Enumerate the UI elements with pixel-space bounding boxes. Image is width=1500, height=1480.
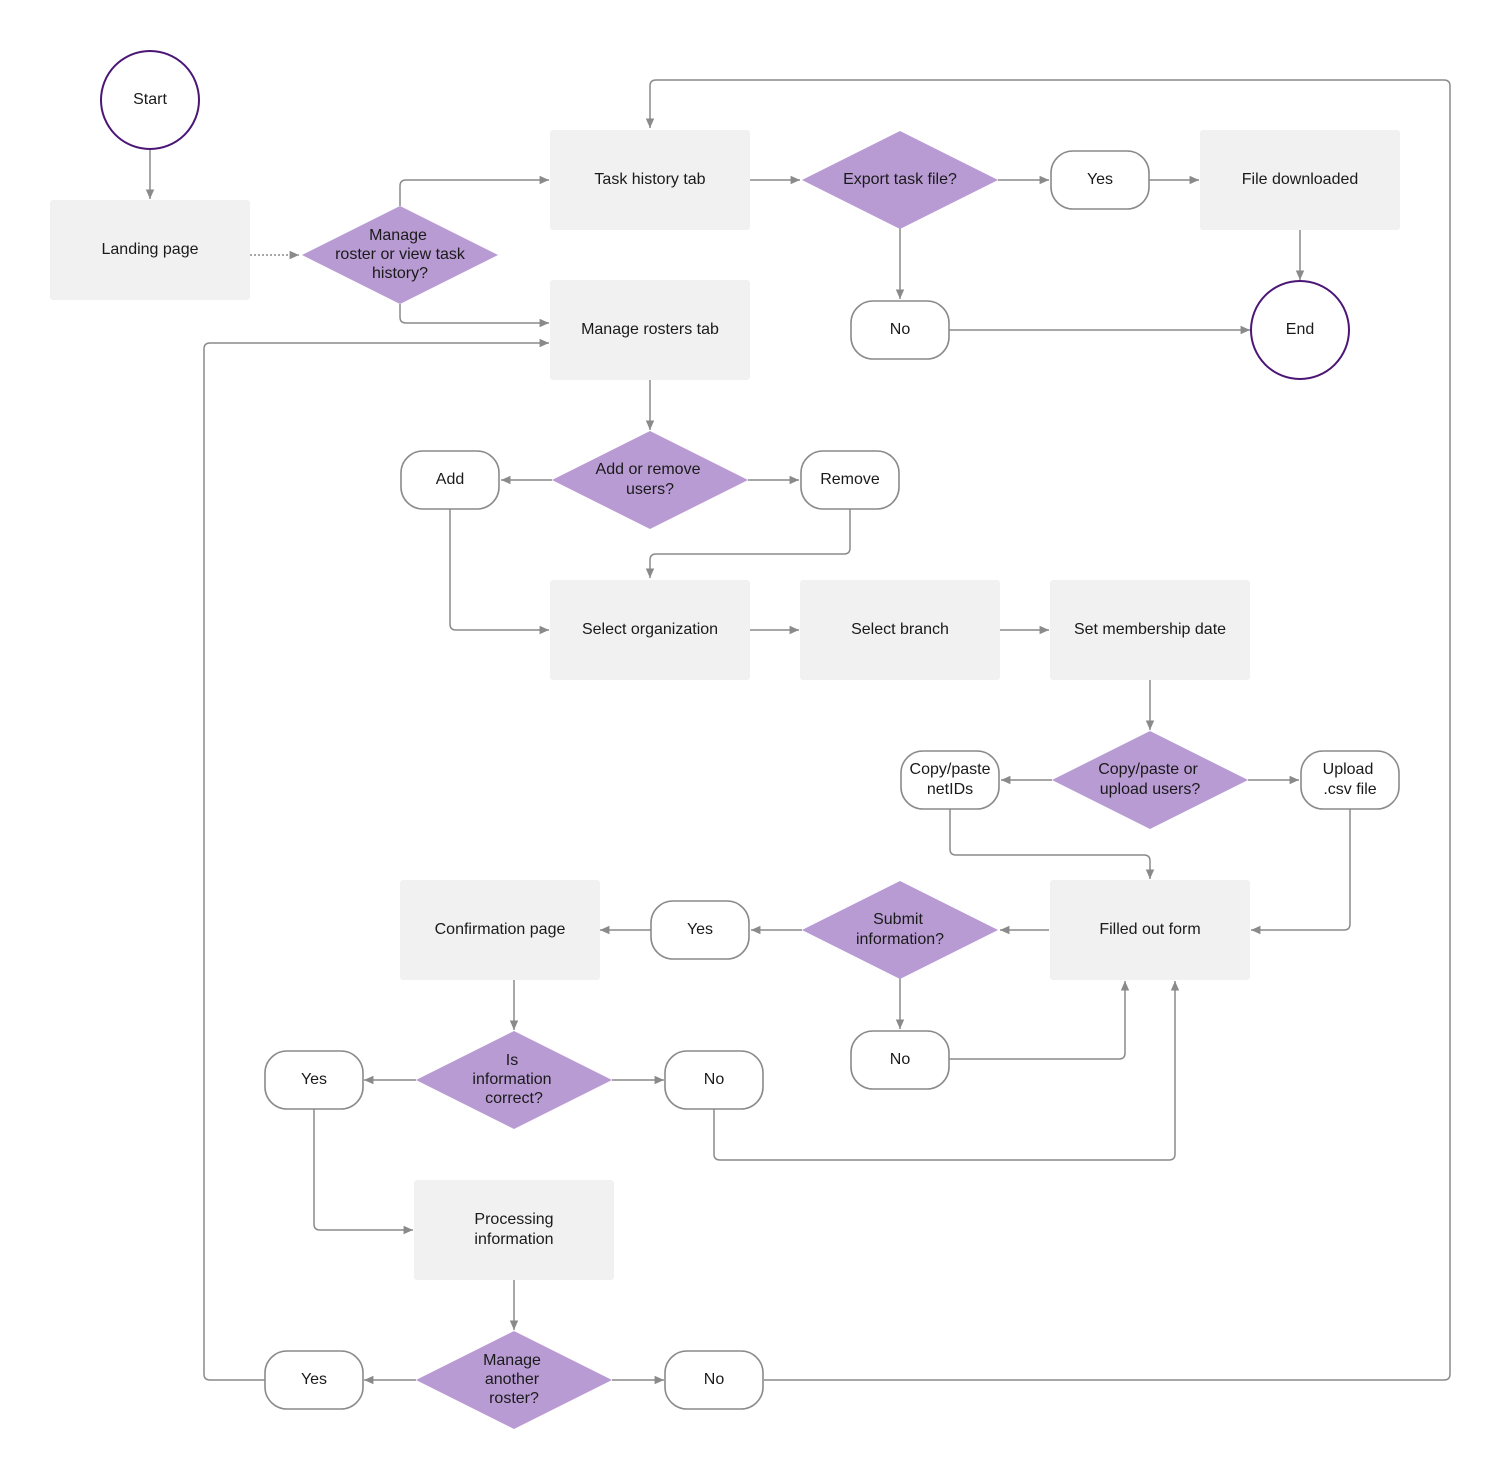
- add-remove-label-line-1: Add or remove: [596, 461, 701, 478]
- submit-information-label-line-2: information?: [856, 931, 944, 948]
- manage-rosters-tab-label: Manage rosters tab: [581, 321, 719, 338]
- edge-upload-csv-to-form: [1251, 809, 1351, 935]
- file-downloaded-node: File downloaded: [1200, 130, 1400, 230]
- copy-paste-label-line-1: Copy/paste: [910, 761, 991, 778]
- manage-or-view-label-line-1: Manage: [369, 227, 427, 244]
- confirmation-page-node: Confirmation page: [400, 880, 600, 980]
- copy-upload-label-line-2: upload users?: [1100, 781, 1201, 798]
- manage-or-view-label-line-3: history?: [372, 265, 428, 282]
- another-label-line-1: Manage: [483, 1352, 541, 1369]
- submit-yes-label: Yes: [687, 921, 713, 938]
- task-history-tab-label: Task history tab: [594, 171, 705, 188]
- manage-rosters-tab-node: Manage rosters tab: [550, 280, 750, 380]
- copy-paste-netids-node: Copy/paste netIDs: [900, 750, 1000, 810]
- is-information-correct-decision: Is information correct?: [416, 1031, 612, 1129]
- another-no-label: No: [704, 1371, 725, 1388]
- remove-label: Remove: [820, 471, 880, 488]
- export-yes-node: Yes: [1050, 150, 1150, 210]
- copy-upload-decision: Copy/paste or upload users?: [1052, 731, 1248, 829]
- manage-another-roster-decision: Manage another roster?: [416, 1331, 612, 1429]
- correct-no-label: No: [704, 1071, 725, 1088]
- export-task-file-decision: Export task file?: [802, 131, 998, 229]
- select-branch-label: Select branch: [851, 621, 949, 638]
- upload-csv-label-line-2: .csv file: [1323, 781, 1376, 798]
- start-node: Start: [100, 50, 200, 150]
- another-yes-node: Yes: [264, 1350, 364, 1410]
- another-label-line-2: another: [485, 1371, 540, 1388]
- task-history-tab-node: Task history tab: [550, 130, 750, 230]
- submit-information-decision: Submit information?: [802, 881, 998, 979]
- upload-csv-label-line-1: Upload: [1323, 761, 1374, 778]
- edge-correct-yes-to-processing: [313, 1109, 413, 1235]
- export-yes-label: Yes: [1087, 171, 1113, 188]
- edge-another-yes-to-manage-rosters: [203, 338, 549, 1381]
- submit-no-label: No: [890, 1051, 911, 1068]
- end-node: End: [1250, 280, 1350, 380]
- add-remove-label-line-2: users?: [626, 481, 674, 498]
- start-label: Start: [133, 91, 167, 108]
- correct-no-node: No: [664, 1050, 764, 1110]
- submit-information-label-line-1: Submit: [873, 911, 923, 928]
- landing-page-node: Landing page: [50, 200, 250, 300]
- set-membership-date-label: Set membership date: [1074, 621, 1226, 638]
- processing-information-label-line-2: information: [474, 1231, 553, 1248]
- confirmation-page-label: Confirmation page: [435, 921, 566, 938]
- filled-out-form-label: Filled out form: [1099, 921, 1200, 938]
- edge-copy-paste-to-form: [949, 809, 1155, 879]
- edge-add-to-select-org: [449, 509, 549, 635]
- add-label: Add: [436, 471, 464, 488]
- processing-information-label-line-1: Processing: [474, 1211, 553, 1228]
- submit-no-node: No: [850, 1030, 950, 1090]
- filled-out-form-node: Filled out form: [1050, 880, 1250, 980]
- edge-decision-to-manage-rosters: [399, 304, 549, 328]
- upload-csv-node: Upload .csv file: [1300, 750, 1400, 810]
- edges: [145, 79, 1451, 1385]
- select-organization-label: Select organization: [582, 621, 718, 638]
- export-no-node: No: [850, 300, 950, 360]
- is-correct-label-line-1: Is: [506, 1052, 518, 1069]
- edge-correct-no-to-form: [713, 981, 1180, 1161]
- is-correct-label-line-3: correct?: [485, 1090, 543, 1107]
- edge-remove-to-select-org: [645, 509, 851, 578]
- processing-information-node: Processing information: [414, 1180, 614, 1280]
- select-organization-node: Select organization: [550, 580, 750, 680]
- add-remove-decision: Add or remove users?: [552, 431, 748, 529]
- export-task-file-label: Export task file?: [843, 171, 957, 188]
- select-branch-node: Select branch: [800, 580, 1000, 680]
- correct-yes-node: Yes: [264, 1050, 364, 1110]
- file-downloaded-label: File downloaded: [1242, 171, 1359, 188]
- edge-another-no-to-task-history: [645, 79, 1451, 1381]
- another-no-node: No: [664, 1350, 764, 1410]
- add-node: Add: [400, 450, 500, 510]
- copy-upload-label-line-1: Copy/paste or: [1098, 761, 1198, 778]
- correct-yes-label: Yes: [301, 1071, 327, 1088]
- export-no-label: No: [890, 321, 911, 338]
- set-membership-date-node: Set membership date: [1050, 580, 1250, 680]
- manage-or-view-decision: Manage roster or view task history?: [302, 206, 498, 304]
- edge-decision-to-task-history: [399, 175, 549, 206]
- another-label-line-3: roster?: [489, 1390, 539, 1407]
- submit-yes-node: Yes: [650, 900, 750, 960]
- is-correct-label-line-2: information: [472, 1071, 551, 1088]
- remove-node: Remove: [800, 450, 900, 510]
- copy-paste-label-line-2: netIDs: [927, 781, 973, 798]
- edge-no-to-form: [949, 981, 1130, 1060]
- end-label: End: [1286, 321, 1314, 338]
- another-yes-label: Yes: [301, 1371, 327, 1388]
- manage-or-view-label-line-2: roster or view task: [335, 246, 466, 263]
- landing-page-label: Landing page: [102, 241, 199, 258]
